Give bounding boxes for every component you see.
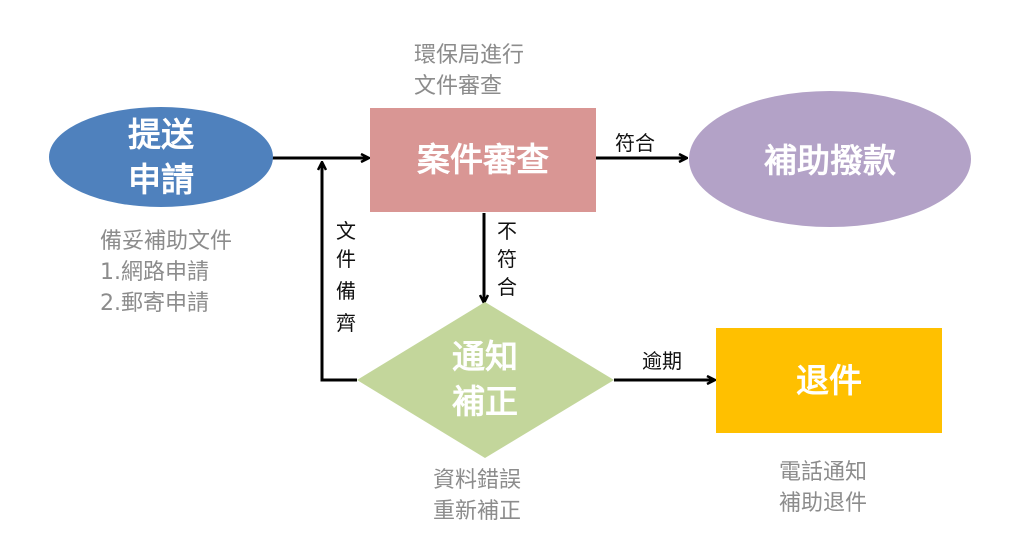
notify-node-label-line2: 補正 [452, 382, 518, 421]
return-node [716, 328, 942, 433]
notify-note-line1: 資料錯誤 [433, 468, 521, 493]
submit-node-label-line2: 申請 [128, 160, 194, 199]
submit-node-label-line1: 提送 [128, 115, 194, 154]
notify-node-label-line1: 通知 [452, 337, 518, 376]
review-note-line2: 文件審查 [414, 74, 502, 99]
edge-notify-to-review [322, 163, 357, 382]
notify-note-line2: 重新補正 [433, 499, 521, 524]
edge-label-pass: 符合 [615, 131, 655, 155]
edge-label-docs-ready-3: 備 [336, 279, 356, 303]
edge-label-docs-ready-4: 齊 [336, 311, 356, 335]
payment-node-label: 補助撥款 [764, 141, 897, 180]
edge-label-fail-1: 不 [497, 219, 517, 243]
submit-note-line1: 備妥補助文件 [100, 229, 232, 254]
edge-label-docs-ready-2: 件 [336, 247, 356, 271]
edge-label-fail-3: 合 [497, 275, 517, 299]
notify-node [357, 302, 614, 458]
return-node-label: 退件 [796, 361, 862, 400]
submit-note-line3: 2.郵寄申請 [100, 291, 209, 316]
review-node [370, 108, 596, 212]
payment-node [689, 91, 971, 227]
edge-label-docs-ready-1: 文 [336, 219, 356, 243]
submit-node [49, 107, 273, 207]
return-note-line2: 補助退件 [779, 491, 867, 516]
edge-label-fail-2: 符 [497, 247, 517, 271]
submit-note-line2: 1.網路申請 [100, 260, 209, 285]
return-note-line1: 電話通知 [779, 460, 867, 485]
edge-label-overdue: 逾期 [642, 349, 682, 373]
review-node-label: 案件審查 [417, 140, 549, 179]
review-note-line1: 環保局進行 [414, 43, 524, 68]
